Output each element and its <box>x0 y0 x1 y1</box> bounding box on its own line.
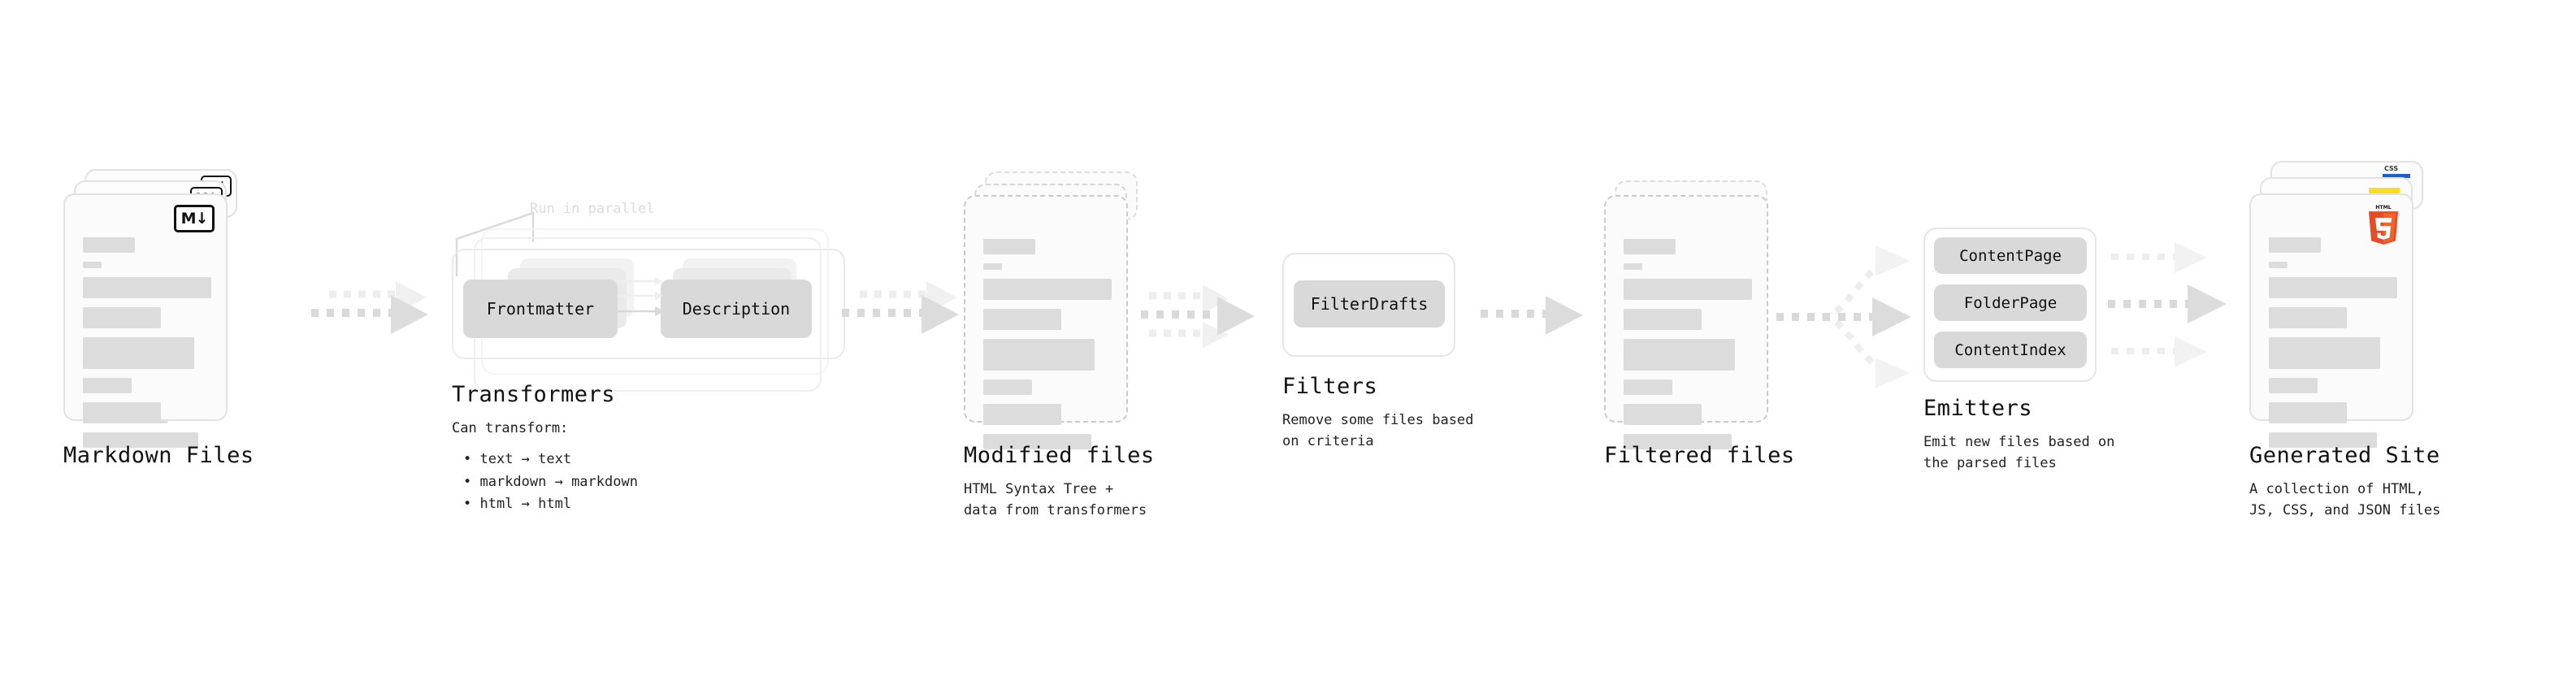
caption-filtered-files: Filtered files <box>1604 443 1848 468</box>
emitters-title: Emitters <box>1923 396 2033 421</box>
transformer-inner-arrows <box>618 277 665 316</box>
transformers-bullet-2-text: html → html <box>479 496 572 513</box>
svg-text:HTML: HTML <box>2375 205 2392 210</box>
filtered-card-lines <box>1624 239 1752 458</box>
generated-site-title: Generated Site <box>2249 443 2440 468</box>
arrow-transformers-to-modified <box>842 281 959 334</box>
filters-title: Filters <box>1282 374 1378 399</box>
markdown-card-lines-main <box>83 237 211 457</box>
filtered-files-title: Filtered files <box>1604 443 1795 468</box>
emitters-chip-folderpage[interactable]: FolderPage <box>1934 284 2087 321</box>
emitters-chip-contentindex[interactable]: ContentIndex <box>1934 332 2087 368</box>
markdown-badge-main: M↓ <box>174 205 215 232</box>
caption-emitters: Emitters Emit new files based on the par… <box>1923 396 2192 475</box>
caption-generated-site: Generated Site A collection of HTML, JS,… <box>2249 443 2517 522</box>
transformers-bullet-1-text: markdown → markdown <box>479 473 638 490</box>
modified-card-lines <box>983 239 1112 458</box>
caption-filters: Filters Remove some files based on crite… <box>1282 374 1534 453</box>
generated-card-front: HTML <box>2249 193 2413 448</box>
markdown-card-front-top: M↓ <box>63 193 228 448</box>
caption-markdown-files: Markdown Files <box>63 443 307 468</box>
markdown-files-title: Markdown Files <box>63 443 254 468</box>
arrow-filtered-to-emitters <box>1776 245 1911 388</box>
transformers-subtitle: Can transform: <box>452 420 569 436</box>
caption-transformers: Transformers Can transform: • text → tex… <box>452 382 793 516</box>
transformers-bullets: • text → text • markdown → markdown • ht… <box>452 449 793 516</box>
arrow-filters-to-filtered <box>1481 296 1583 335</box>
arrow-markdown-to-transformers <box>311 281 428 334</box>
transformers-title: Transformers <box>452 382 616 407</box>
filtered-card-front <box>1604 195 1768 449</box>
modified-files-title: Modified files <box>964 443 1155 468</box>
transformer-chip-description[interactable]: Description <box>661 280 812 338</box>
transformer-chip-frontmatter[interactable]: Frontmatter <box>463 280 618 338</box>
generated-card-lines <box>2269 237 2397 457</box>
arrow-modified-to-filters <box>1141 284 1255 348</box>
filters-chip-filterdrafts[interactable]: FilterDrafts <box>1294 280 1445 327</box>
arrow-emitters-to-site <box>2108 242 2227 367</box>
filters-subtitle: Remove some files based on criteria <box>1282 412 1474 450</box>
modified-card-front <box>964 195 1128 449</box>
run-in-parallel-label: Run in parallel <box>530 201 655 217</box>
transformers-bullet-0-text: text → text <box>479 451 572 468</box>
transformers-bullet-2: • html → html <box>463 496 572 513</box>
generated-site-subtitle: A collection of HTML, JS, CSS, and JSON … <box>2249 481 2441 519</box>
emitters-subtitle: Emit new files based on the parsed files <box>1923 434 2115 472</box>
css-badge: CSS <box>2383 165 2410 178</box>
transformer-group-front <box>452 249 845 359</box>
html5-icon: HTML <box>2368 205 2399 245</box>
transformers-bullet-0: • text → text <box>463 451 572 468</box>
caption-modified-files: Modified files HTML Syntax Tree + data f… <box>964 443 1224 522</box>
transformers-bullet-1: • markdown → markdown <box>463 473 638 490</box>
emitters-chip-contentpage[interactable]: ContentPage <box>1934 237 2087 274</box>
modified-files-subtitle: HTML Syntax Tree + data from transformer… <box>964 481 1147 519</box>
